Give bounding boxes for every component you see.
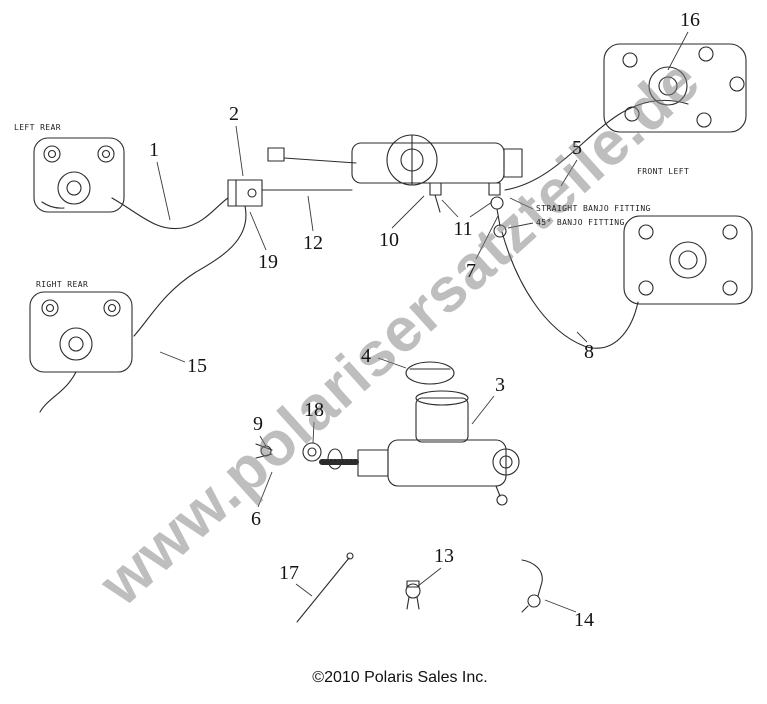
callout-17: 17 [279,562,299,584]
upper-master-cylinder [267,134,523,238]
callout-8: 8 [584,341,594,363]
bracket-bolt [521,559,543,613]
junction-block [227,179,263,207]
callout-4: 4 [361,345,371,367]
callout-13: 13 [434,545,454,567]
label-right-rear: RIGHT REAR [36,280,89,289]
front-left-caliper [623,215,753,305]
clamp [405,580,421,610]
left-rear-brake-hose [111,197,229,230]
lower-master-cylinder [357,361,520,506]
label-straight-banjo-fitting: STRAIGHT BANJO FITTING [536,204,651,213]
copyright-text: ©2010 Polaris Sales Inc. [312,669,488,686]
callout-18: 18 [304,399,324,421]
left-rear-caliper [33,137,125,213]
leader-lines [156,31,689,613]
callout-2: 2 [229,103,239,125]
callout-9: 9 [253,413,263,435]
callout-19: 19 [258,251,278,273]
right-rear-caliper [29,291,133,413]
callout-3: 3 [495,374,505,396]
callout-7: 7 [466,260,476,282]
callout-12: 12 [303,232,323,254]
callout-14: 14 [574,609,594,631]
clevis [255,443,273,459]
label-front-left: FRONT LEFT [637,167,690,176]
label-45-banjo-fitting: 45° BANJO FITTING [536,218,625,227]
label-left-rear: LEFT REAR [14,123,61,132]
callout-6: 6 [251,508,261,530]
callout-10: 10 [379,229,399,251]
front-right-caliper [603,43,747,133]
front-left-brake-hose [501,231,639,349]
callout-5: 5 [572,137,582,159]
right-rear-brake-hose [133,205,247,337]
callout-16: 16 [680,9,700,31]
callout-1: 1 [149,139,159,161]
washer-and-boot [302,442,343,470]
callout-15: 15 [187,355,207,377]
callout-11: 11 [453,218,473,240]
rod [296,552,354,623]
front-right-brake-hose [504,99,689,191]
